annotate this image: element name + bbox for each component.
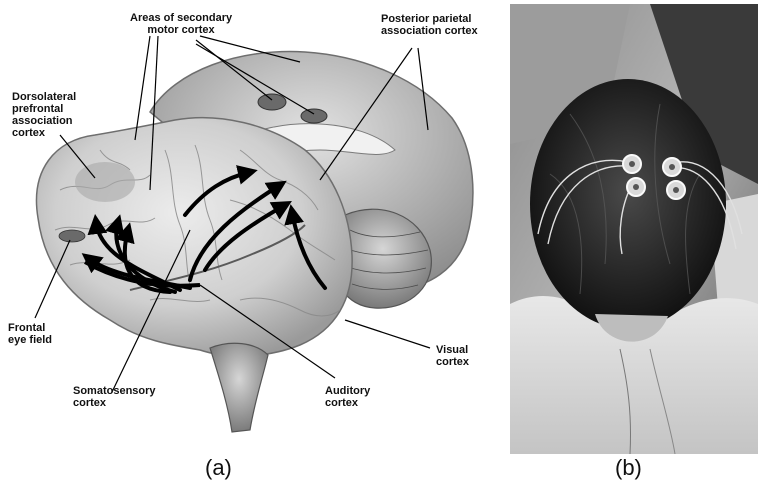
label-secondary-motor-cortex: Areas of secondary motor cortex [130, 12, 232, 36]
label-frontal-eye-field: Frontal eye field [8, 322, 52, 346]
brainstem [210, 343, 268, 432]
caption-panel-a: (a) [205, 455, 232, 481]
label-dorsolateral-prefrontal-cortex: Dorsolateral prefrontal association cort… [12, 91, 76, 139]
label-posterior-parietal-cortex: Posterior parietal association cortex [381, 13, 478, 37]
medial-motor-area-2 [301, 109, 327, 123]
frontal-eye-field-region [59, 230, 85, 242]
dorsolateral-region [75, 162, 135, 202]
brain-illustration [0, 0, 505, 487]
medial-motor-area-1 [258, 94, 286, 110]
eeg-head-photo [510, 4, 758, 454]
head-hair [530, 79, 726, 329]
caption-panel-b: (b) [615, 455, 642, 481]
label-auditory-cortex: Auditory cortex [325, 385, 370, 409]
label-visual-cortex: Visual cortex [436, 344, 469, 368]
label-somatosensory-cortex: Somatosensory cortex [73, 385, 156, 409]
